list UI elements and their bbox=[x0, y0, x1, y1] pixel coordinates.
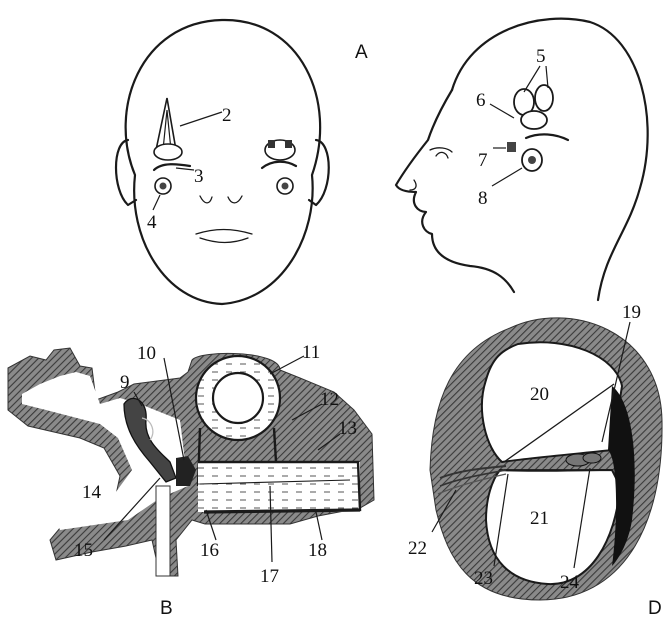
panel-label-d: D bbox=[648, 598, 662, 619]
label-6: 6 bbox=[476, 90, 486, 111]
label-5: 5 bbox=[536, 46, 546, 67]
panel-a-side-head bbox=[396, 19, 648, 300]
label-14: 14 bbox=[82, 482, 102, 503]
label-9: 9 bbox=[120, 372, 130, 393]
label-2: 2 bbox=[222, 105, 232, 126]
label-11: 11 bbox=[302, 342, 320, 363]
label-23: 23 bbox=[474, 568, 493, 589]
label-19: 19 bbox=[622, 302, 641, 323]
panel-label-b: B bbox=[160, 598, 173, 619]
label-8: 8 bbox=[478, 188, 488, 209]
label-3: 3 bbox=[194, 166, 204, 187]
label-20: 20 bbox=[530, 384, 549, 405]
label-4: 4 bbox=[147, 212, 157, 233]
label-18: 18 bbox=[308, 540, 327, 561]
label-10: 10 bbox=[137, 343, 156, 364]
label-16: 16 bbox=[200, 540, 219, 561]
label-13: 13 bbox=[338, 418, 357, 439]
label-7: 7 bbox=[478, 150, 488, 171]
label-15: 15 bbox=[74, 540, 93, 561]
label-24: 24 bbox=[560, 572, 580, 593]
panel-a-front-head bbox=[116, 20, 329, 304]
label-12: 12 bbox=[320, 389, 339, 410]
label-22: 22 bbox=[408, 538, 427, 559]
label-17: 17 bbox=[260, 566, 279, 587]
label-21: 21 bbox=[530, 508, 549, 529]
panel-label-a: A bbox=[355, 42, 368, 63]
panel-d-duct-section bbox=[430, 318, 662, 600]
